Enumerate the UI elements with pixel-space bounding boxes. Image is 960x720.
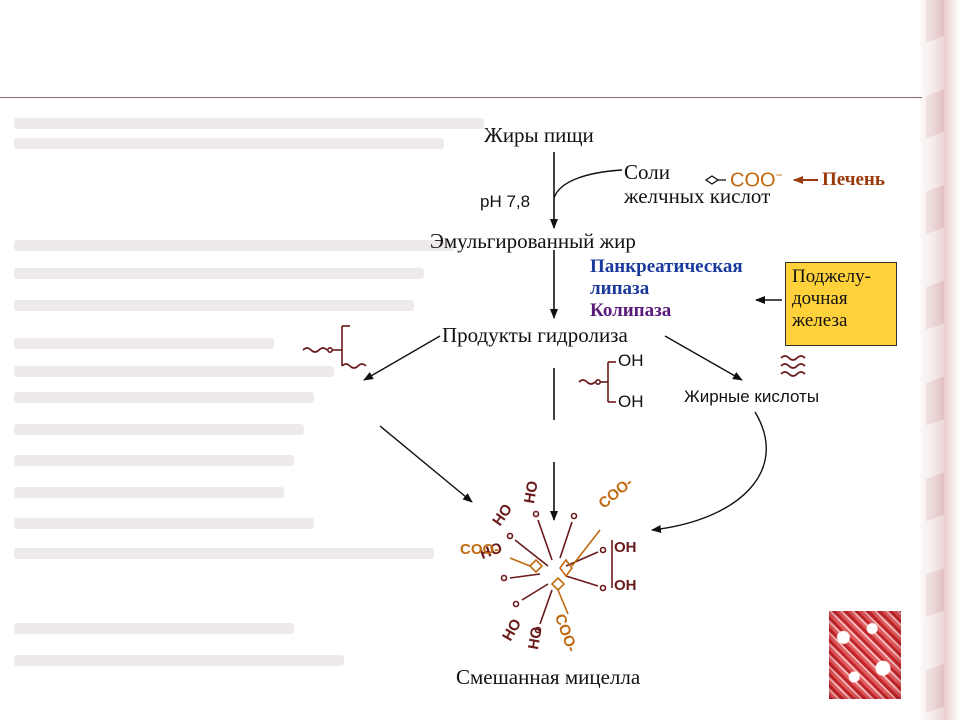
label-pancreas-3: железа — [792, 310, 848, 331]
label-bile-salts-2: желчных кислот — [624, 184, 771, 208]
label-ph: pH 7,8 — [480, 192, 531, 211]
fatty-acid-chains-icon — [780, 355, 806, 377]
micelle-oh-2: OH — [614, 577, 637, 594]
mixed-micelle-icon — [500, 510, 613, 634]
header-divider — [0, 97, 922, 98]
arrow-to-fatty-acids — [664, 335, 743, 381]
monoacylglycerol-oh-icon — [578, 361, 616, 403]
bile-salt-diamond-icon — [704, 175, 726, 185]
arrow-bile-salts-joining — [553, 169, 623, 199]
label-pancreas-1: Поджелу- — [792, 266, 871, 287]
micelle-oh-1: OH — [614, 539, 637, 556]
label-liver: Печень — [822, 169, 885, 190]
label-pancreatic-lipase-2: липаза — [590, 278, 650, 299]
label-dietary-fats: Жиры пищи — [484, 123, 594, 147]
micelle-ho-5: HO — [525, 625, 546, 651]
label-fatty-acids: Жирные кислоты — [684, 387, 820, 406]
micelle-coo-2: COO- — [460, 541, 500, 558]
label-coo: COO− — [730, 168, 783, 192]
label-oh-bottom: OH — [618, 392, 644, 411]
label-bile-salts-1: Соли — [624, 160, 670, 184]
tissue-image-thumbnail — [829, 611, 901, 699]
label-hydrolysis-products: Продукты гидролиза — [442, 323, 628, 347]
monoglyceride-icon — [302, 325, 367, 369]
arrow-to-monoglyceride — [363, 335, 441, 381]
slide-border-decoration — [918, 0, 960, 720]
label-colipase: Колипаза — [590, 300, 672, 321]
label-mixed-micelle: Смешанная мицелла — [456, 665, 641, 689]
label-oh-top: OH — [618, 351, 644, 370]
label-pancreas-2: дочная — [792, 288, 848, 309]
arrow-fatty-acids-to-micelle — [651, 411, 767, 533]
pancreas-box: Поджелу- дочная железа — [785, 262, 897, 346]
micelle-ho-1: HO — [521, 479, 542, 505]
arrow-left-to-micelle — [379, 425, 473, 503]
label-emulsified-fat: Эмульгированный жир — [430, 229, 636, 253]
label-pancreatic-lipase-1: Панкреатическая — [590, 256, 743, 277]
